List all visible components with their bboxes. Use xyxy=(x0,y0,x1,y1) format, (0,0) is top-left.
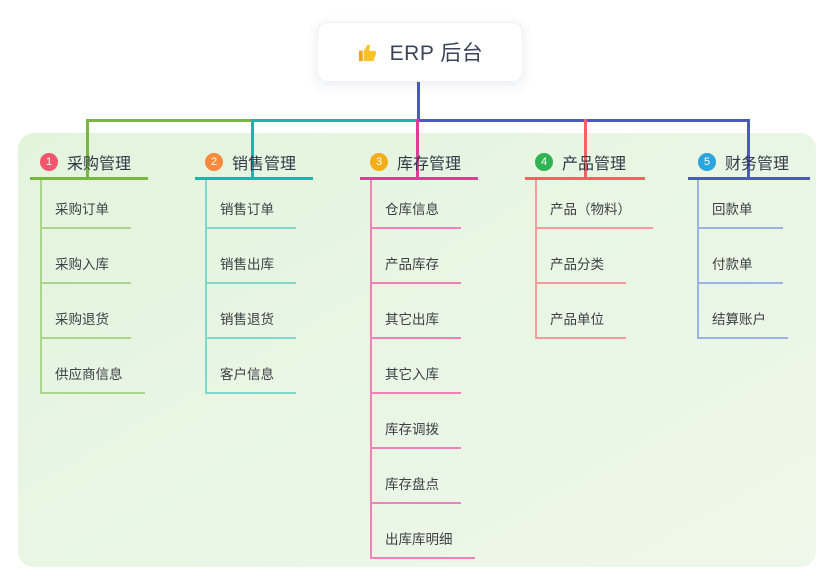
thumbs-up-icon xyxy=(357,41,380,64)
branch-title-product: 产品管理 xyxy=(562,155,627,173)
child-node-purchase-order[interactable]: 采购订单 xyxy=(40,174,131,229)
branch-badge-5: 5 xyxy=(698,152,716,171)
child-label: 出库库明细 xyxy=(385,532,453,547)
branch-badge-3: 3 xyxy=(370,152,388,171)
child-label: 付款单 xyxy=(712,257,753,272)
branch-title-purchase: 采购管理 xyxy=(67,155,132,173)
branch-header-purchase[interactable]: 1 采购管理 xyxy=(30,146,148,180)
child-node-product-unit[interactable]: 产品单位 xyxy=(535,284,626,339)
connector-horizontal-purchase xyxy=(86,119,253,122)
branch-header-sales[interactable]: 2 销售管理 xyxy=(195,146,313,180)
connector-drop-finance xyxy=(747,119,750,177)
branch-title-sales: 销售管理 xyxy=(232,155,297,173)
child-node-stock-taking[interactable]: 库存盘点 xyxy=(370,449,461,504)
branch-stem-line xyxy=(535,180,537,339)
child-label: 产品单位 xyxy=(550,312,604,327)
branch-badge-1: 1 xyxy=(40,152,58,171)
branch-stem-line xyxy=(40,180,42,394)
mindmap-panel xyxy=(18,133,816,567)
child-node-other-inbound[interactable]: 其它入库 xyxy=(370,339,461,394)
root-title: ERP 后台 xyxy=(389,42,484,65)
child-node-outbound-detail[interactable]: 出库库明细 xyxy=(370,504,475,559)
child-node-customer-info[interactable]: 客户信息 xyxy=(205,339,296,394)
branch-header-product[interactable]: 4 产品管理 xyxy=(525,146,645,180)
child-node-payment-bill[interactable]: 付款单 xyxy=(697,229,783,284)
child-label: 采购订单 xyxy=(55,202,109,217)
connector-drop-sales xyxy=(251,119,254,177)
branch-stem-line xyxy=(205,180,207,394)
child-node-product-material[interactable]: 产品（物料） xyxy=(535,174,653,229)
child-label: 结算账户 xyxy=(712,312,766,327)
child-label: 库存调拨 xyxy=(385,422,439,437)
root-node[interactable]: ERP 后台 xyxy=(317,22,523,82)
child-node-supplier-info[interactable]: 供应商信息 xyxy=(40,339,145,394)
child-label: 供应商信息 xyxy=(55,367,123,382)
child-node-other-outbound[interactable]: 其它出库 xyxy=(370,284,461,339)
branch-header-inventory[interactable]: 3 库存管理 xyxy=(360,146,478,180)
child-node-receipt-bill[interactable]: 回款单 xyxy=(697,174,783,229)
child-label: 销售订单 xyxy=(220,202,274,217)
child-label: 客户信息 xyxy=(220,367,274,382)
child-node-product-category[interactable]: 产品分类 xyxy=(535,229,626,284)
branch-stem-line xyxy=(697,180,699,339)
child-label: 仓库信息 xyxy=(385,202,439,217)
connector-drop-purchase xyxy=(86,119,89,177)
child-node-product-stock[interactable]: 产品库存 xyxy=(370,229,461,284)
connector-drop-product xyxy=(584,119,587,177)
child-node-sales-order[interactable]: 销售订单 xyxy=(205,174,296,229)
child-label: 采购退货 xyxy=(55,312,109,327)
child-label: 库存盘点 xyxy=(385,477,439,492)
connector-drop-inventory xyxy=(416,119,419,177)
root-connector-line xyxy=(417,82,420,119)
child-node-purchase-inbound[interactable]: 采购入库 xyxy=(40,229,131,284)
branch-title-finance: 财务管理 xyxy=(725,155,790,173)
child-label: 产品分类 xyxy=(550,257,604,272)
child-label: 回款单 xyxy=(712,202,753,217)
child-node-sales-outbound[interactable]: 销售出库 xyxy=(205,229,296,284)
child-label: 其它入库 xyxy=(385,367,439,382)
branch-stem-line xyxy=(370,180,372,559)
child-node-warehouse-info[interactable]: 仓库信息 xyxy=(370,174,461,229)
branch-header-finance[interactable]: 5 财务管理 xyxy=(688,146,810,180)
branch-badge-2: 2 xyxy=(205,152,223,171)
child-node-settlement-account[interactable]: 结算账户 xyxy=(697,284,788,339)
child-label: 采购入库 xyxy=(55,257,109,272)
child-label: 产品库存 xyxy=(385,257,439,272)
connector-horizontal-sales xyxy=(253,119,418,122)
child-node-stock-transfer[interactable]: 库存调拨 xyxy=(370,394,461,449)
child-label: 销售退货 xyxy=(220,312,274,327)
child-node-sales-return[interactable]: 销售退货 xyxy=(205,284,296,339)
branch-title-inventory: 库存管理 xyxy=(397,155,462,173)
branch-badge-4: 4 xyxy=(535,152,553,171)
child-label: 产品（物料） xyxy=(550,202,631,217)
child-label: 销售出库 xyxy=(220,257,274,272)
child-node-purchase-return[interactable]: 采购退货 xyxy=(40,284,131,339)
child-label: 其它出库 xyxy=(385,312,439,327)
